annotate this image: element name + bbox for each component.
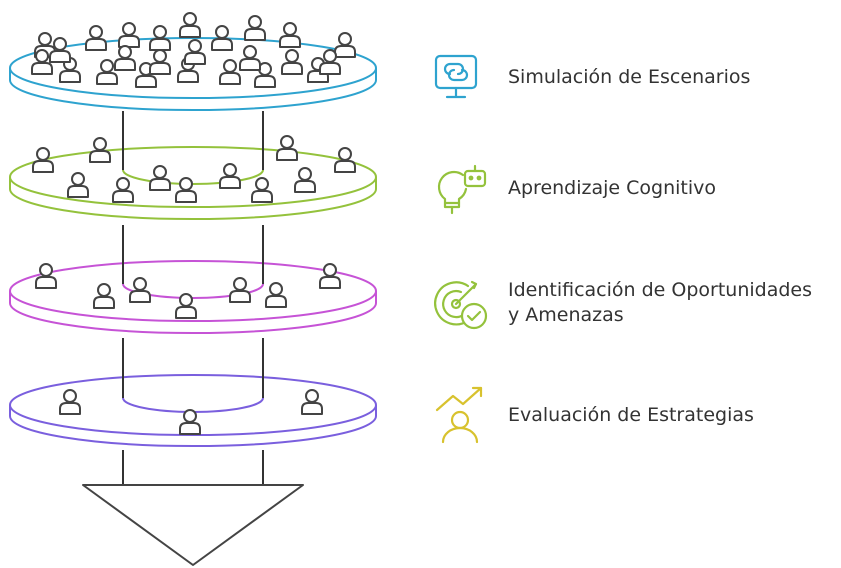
monitor-icon [434,54,478,99]
person-icon [319,263,341,289]
label-line: Aprendizaje Cognitivo [508,177,717,199]
person-icon [175,293,197,319]
person-icon [67,172,89,198]
label-line: y Amenazas [508,304,624,326]
label-aprendizaje-cognitivo: Aprendizaje Cognitivo [508,176,716,201]
person-icon [334,147,356,173]
person-icon [59,57,81,83]
person-icon [219,163,241,189]
person-icon [85,25,107,51]
label-line: Identificación de Oportunidades [508,279,813,301]
label-identificacion-oportunidades: Identificación de Oportunidades y Amenaz… [508,278,812,328]
cylinder-segment-2 [122,111,264,170]
person-growth-icon [435,386,483,444]
cylinder-segment-3 [122,225,264,284]
label-simulacion-escenarios: Simulación de Escenarios [508,65,750,90]
funnel-diagram [9,12,377,566]
cylinder-segment-5 [122,450,264,485]
down-arrow [82,484,304,566]
person-icon [31,49,53,75]
person-icon [149,49,171,75]
person-icon [301,389,323,415]
person-icon [35,263,57,289]
person-icon [32,147,54,173]
person-icon [211,25,233,51]
cylinder-segment-4 [122,338,264,398]
person-icon [219,59,241,85]
person-icon [93,283,115,309]
layer-disc-2 [9,146,377,220]
person-icon [265,282,287,308]
person-icon [319,49,341,75]
person-icon [179,12,201,38]
person-icon [281,49,303,75]
person-icon [229,277,251,303]
person-icon [239,45,261,71]
person-icon [89,137,111,163]
person-icon [175,177,197,203]
label-line: Simulación de Escenarios [508,66,751,88]
person-icon [276,135,298,161]
people-group [31,12,356,435]
person-icon [149,165,171,191]
person-icon [334,32,356,58]
person-icon [59,389,81,415]
person-icon [114,45,136,71]
person-icon [129,277,151,303]
person-icon [294,167,316,193]
target-check-icon [434,280,488,330]
lightbulb-robot-icon [437,164,487,215]
person-icon [149,25,171,51]
label-evaluacion-estrategias: Evaluación de Estrategias [508,403,754,428]
label-line: Evaluación de Estrategias [508,404,754,426]
person-icon [254,62,276,88]
layer-disc-3 [9,260,377,334]
person-icon [49,37,71,63]
person-icon [244,15,266,41]
person-icon [184,39,206,65]
person-icon [251,177,273,203]
person-icon [279,22,301,48]
person-icon [112,177,134,203]
person-icon [118,22,140,48]
person-icon [96,59,118,85]
person-icon [179,409,201,435]
